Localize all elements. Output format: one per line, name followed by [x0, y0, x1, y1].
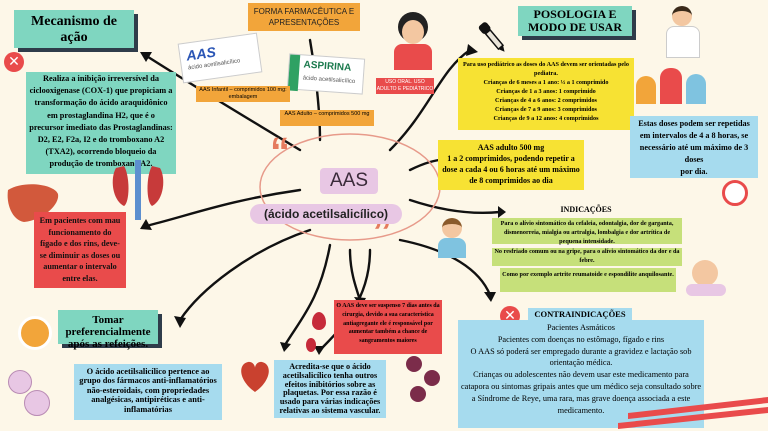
- alarm-clock-icon: [722, 180, 748, 206]
- forma-infantil: AAS Infantil – comprimidos 100 mg: embal…: [196, 86, 290, 102]
- quote-open: “: [270, 130, 290, 174]
- tomar-text: Tomar preferencialmente após as refeiçõe…: [58, 310, 158, 350]
- dropper-icon: [478, 22, 505, 52]
- plaquetas-text: Acredita-se que o ácido acetilsalicílico…: [274, 360, 386, 418]
- arrow-to-cirurgia: [348, 248, 362, 302]
- indicacoes-title: INDICAÇÕES: [560, 205, 612, 214]
- posologia-pediatric: Para uso pediátrico as doses do AAS deve…: [458, 58, 634, 130]
- renal-text: Em pacientes com mau funcionamento do fí…: [34, 212, 126, 288]
- grupo-text: O ácido acetilsalicílico pertence ao gru…: [74, 364, 222, 420]
- heart-organ-icon: [241, 361, 269, 392]
- forma-uso-oral: USO ORAL. USO ADULTO E PEDIÁTRICO: [376, 78, 434, 94]
- woman-headache-illustration: [436, 216, 468, 258]
- plate-icon: [18, 316, 52, 350]
- blood-drop-icon: [306, 338, 316, 352]
- center-subtitle: (ácido acetilsalicílico): [250, 204, 402, 224]
- cirurgia-text: O AAS deve ser suspenso 7 dias antes da …: [334, 300, 442, 354]
- indicacao-item-3: Como por exemplo artrite reumatoide e es…: [500, 268, 676, 292]
- mecanismo-title: Mecanismo de ação: [14, 10, 134, 48]
- doctor-illustration: [662, 6, 702, 58]
- decorative-stripes: [618, 397, 768, 429]
- mecanismo-text: Realiza a inibição irreversível da ciclo…: [26, 72, 176, 174]
- aspirina-box-image: ASPIRINA ácido acetilsalicílico: [286, 53, 366, 95]
- kidneys-icon: [112, 160, 164, 220]
- blood-cells-icon: [404, 356, 444, 406]
- arrow-to-grupo: [283, 243, 332, 347]
- posologia-adult: AAS adulto 500 mg 1 a 2 comprimidos, pod…: [438, 140, 584, 190]
- indicacao-item-1: Para o alívio sintomático da cefaleia, o…: [492, 218, 682, 245]
- children-illustration: [636, 62, 708, 104]
- sick-person-illustration: [684, 256, 728, 296]
- forma-adulto: AAS Adulto – comprimidos 500 mg: [280, 110, 374, 126]
- forma-title: FORMA FARMACÊUTICA E APRESENTAÇÕES: [248, 3, 360, 31]
- close-icon: ✕: [4, 52, 24, 72]
- pills-icon: [4, 368, 52, 418]
- woman-taking-pill-illustration: [388, 10, 436, 70]
- aas-box-image: AAS ácido acetilsalicílico: [177, 32, 263, 84]
- posologia-title: POSOLOGIA E MODO DE USAR: [518, 6, 632, 36]
- indicacao-item-2: No resfriado comum ou na gripe, para o a…: [492, 248, 682, 266]
- contraindicacoes-title: CONTRAINDICAÇÕES: [528, 308, 632, 320]
- center-title: AAS: [320, 168, 378, 194]
- blood-drop-icon: [312, 312, 326, 330]
- posologia-repeat: Estas doses podem ser repetidas em inter…: [630, 116, 758, 178]
